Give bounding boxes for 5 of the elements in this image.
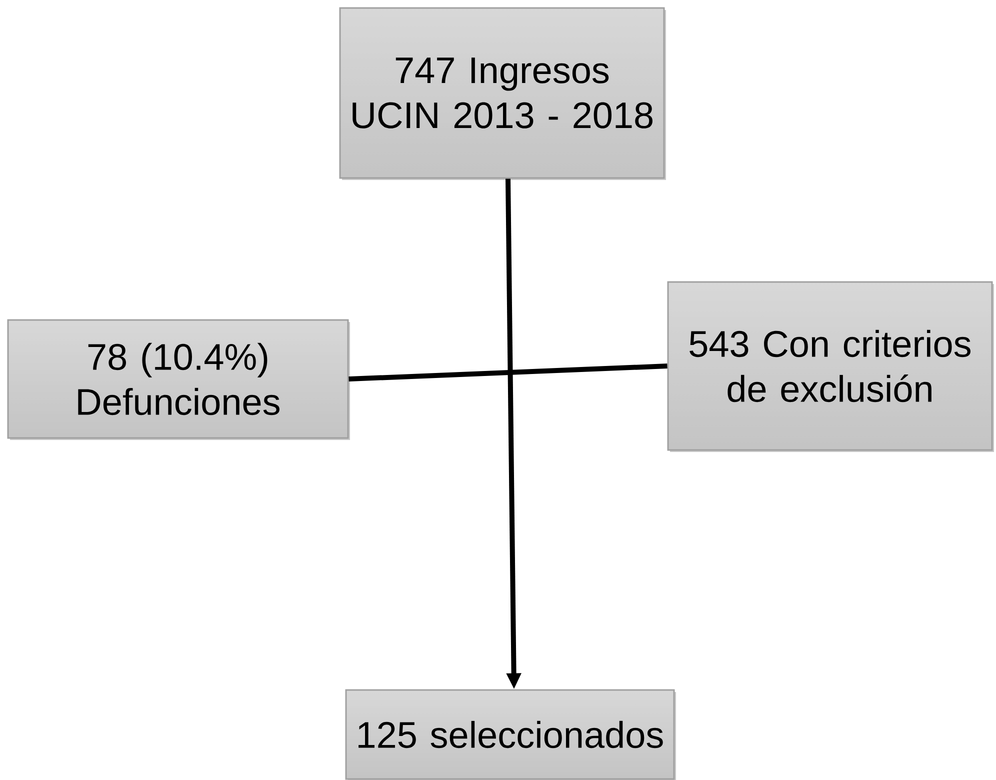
process-box: 78 (10.4%) Defunciones (7, 319, 350, 440)
process-box: 543 Con criterios de exclusión (667, 281, 994, 452)
process-box: 747 Ingresos UCIN 2013 - 2018 (339, 7, 666, 180)
process-box: 125 seleccionados (345, 689, 676, 780)
connector-line (348, 364, 668, 382)
